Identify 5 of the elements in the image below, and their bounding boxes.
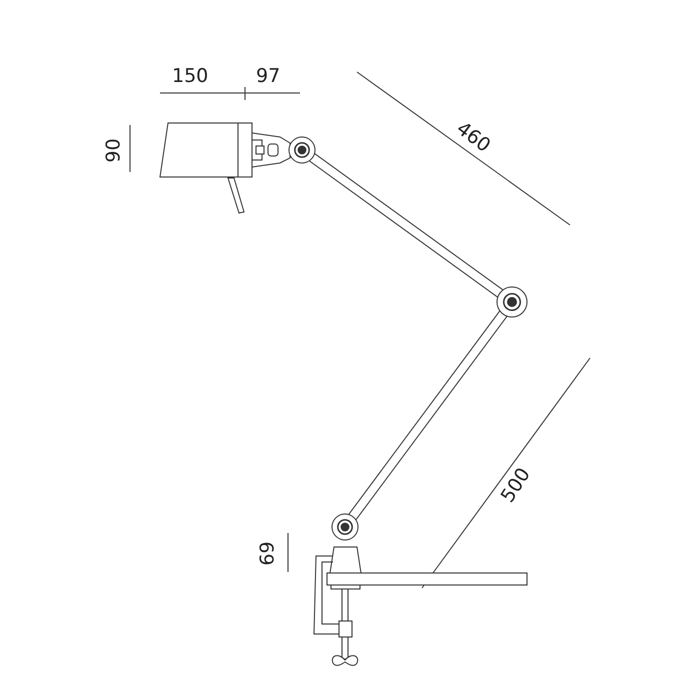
dimension-label: 69 — [258, 540, 278, 566]
dimension-label: 90 — [104, 138, 124, 162]
dimension-label: 150 — [172, 66, 208, 86]
dimension-label: 97 — [256, 66, 280, 86]
dimension-label: 460 — [452, 118, 494, 156]
